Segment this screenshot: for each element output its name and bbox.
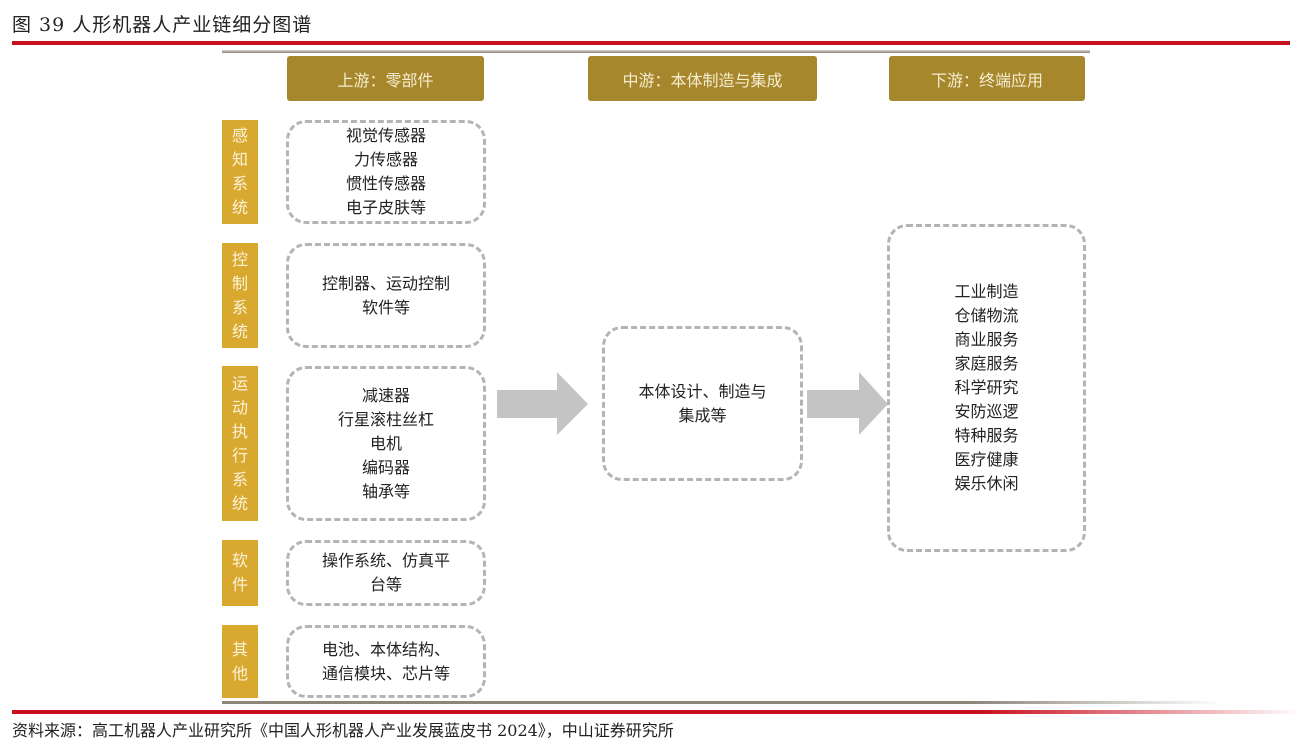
arrow-right-icon — [497, 372, 588, 435]
category-label-other: 其 他 — [222, 625, 258, 698]
midstream-box: 本体设计、制造与 集成等 — [602, 326, 803, 481]
component-box-perception: 视觉传感器 力传感器 惯性传感器 电子皮肤等 — [286, 120, 486, 224]
category-label-software: 软 件 — [222, 540, 258, 606]
header-midstream: 中游：本体制造与集成 — [588, 56, 817, 101]
figure-title: 图 39 人形机器人产业链细分图谱 — [12, 14, 313, 36]
component-box-software: 操作系统、仿真平 台等 — [286, 540, 486, 606]
bottom-rule — [222, 701, 1222, 704]
category-label-perception: 感 知 系 统 — [222, 120, 258, 224]
title-divider — [12, 41, 1290, 45]
category-label-motion: 运 动 执 行 系 统 — [222, 366, 258, 521]
source-divider — [12, 710, 1302, 714]
source-note: 资料来源：高工机器人产业研究所《中国人形机器人产业发展蓝皮书 2024》，中山证… — [12, 721, 674, 740]
downstream-box: 工业制造 仓储物流 商业服务 家庭服务 科学研究 安防巡逻 特种服务 医疗健康 … — [887, 224, 1086, 552]
component-box-other: 电池、本体结构、 通信模块、芯片等 — [286, 625, 486, 698]
component-box-motion: 减速器 行星滚柱丝杠 电机 编码器 轴承等 — [286, 366, 486, 521]
component-box-control: 控制器、运动控制 软件等 — [286, 243, 486, 348]
header-downstream: 下游：终端应用 — [889, 56, 1085, 101]
category-label-control: 控 制 系 统 — [222, 243, 258, 348]
header-upstream: 上游：零部件 — [287, 56, 484, 101]
top-rule — [222, 50, 1090, 53]
arrow-right-icon — [807, 372, 888, 435]
